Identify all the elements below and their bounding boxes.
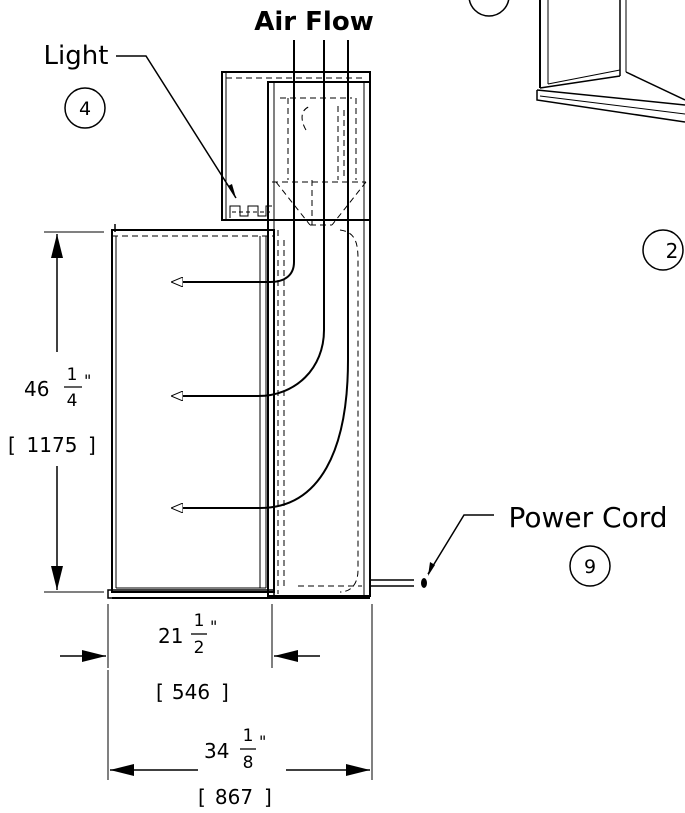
overall-width-numerator: 1	[243, 726, 254, 746]
svg-text:[: [	[198, 785, 206, 809]
svg-text:]: ]	[264, 785, 272, 809]
hidden-duct-lines	[272, 97, 367, 594]
svg-text:]: ]	[88, 433, 96, 457]
callout-bubble-partial-top	[468, 0, 510, 17]
inner-width-whole: 21	[158, 624, 183, 648]
svg-text:[: [	[8, 433, 16, 457]
light-callout: Light 4	[44, 41, 237, 199]
cabinet-body	[107, 71, 371, 599]
overall-width-dimension: 34 1 8 " [ 867 ]	[107, 604, 373, 809]
light-label: Light	[44, 41, 109, 71]
inner-width-metric: 546	[172, 680, 210, 704]
air-flow-arrows	[172, 40, 349, 508]
height-numerator: 1	[67, 365, 78, 385]
svg-text:[: [	[156, 680, 164, 704]
height-metric: 1175	[27, 433, 78, 457]
light-callout-number: 4	[79, 98, 91, 120]
power-cord	[370, 578, 427, 588]
light-fixture	[229, 205, 272, 218]
partial-view-top-right	[536, 0, 685, 123]
overall-width-unit: "	[259, 732, 266, 751]
inner-width-unit: "	[210, 617, 217, 636]
power-cord-label: Power Cord	[508, 501, 667, 534]
height-dimension: 46 1 4 " [ 1175 ]	[8, 231, 104, 593]
power-cord-callout-number: 9	[584, 556, 596, 578]
inner-width-denominator: 2	[194, 638, 205, 658]
overall-width-denominator: 8	[243, 753, 254, 773]
inner-width-numerator: 1	[194, 611, 205, 631]
air-flow-arrow-2	[172, 40, 325, 396]
svg-text:]: ]	[221, 680, 229, 704]
height-unit: "	[84, 371, 91, 390]
power-cord-callout: Power Cord 9	[427, 501, 668, 587]
height-denominator: 4	[67, 391, 78, 411]
height-whole: 46	[24, 377, 49, 401]
overall-width-whole: 34	[204, 739, 229, 763]
overall-width-metric: 867	[215, 785, 253, 809]
inner-width-dimension: 21 1 2 " [ 546 ]	[60, 604, 320, 704]
air-flow-arrow-1	[172, 40, 295, 282]
callout-number-partial-left: 2	[666, 239, 679, 263]
air-flow-title: Air Flow	[254, 7, 373, 37]
air-flow-arrow-3	[172, 40, 349, 508]
callout-bubble-partial-left: 2	[642, 229, 684, 271]
